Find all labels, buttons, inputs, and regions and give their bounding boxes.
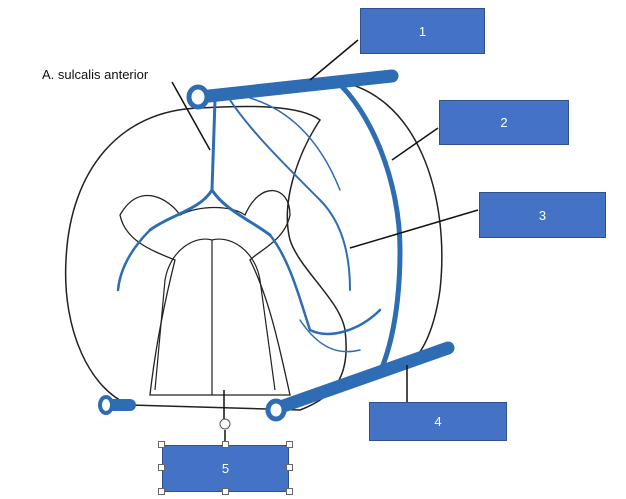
blood-vessels [99,69,455,417]
resize-handle[interactable] [286,488,293,495]
label-box-4[interactable]: 4 [369,402,507,441]
resize-handle[interactable] [222,488,229,495]
resize-handle[interactable] [158,441,165,448]
resize-handle[interactable] [286,464,293,471]
cord-cross-section [64,105,347,411]
label-box-1[interactable]: 1 [360,8,485,54]
resize-handle[interactable] [222,441,229,448]
label-box-5-selected[interactable]: 5 [162,445,289,492]
label-box-2[interactable]: 2 [439,100,569,145]
label-box-3[interactable]: 3 [479,192,606,238]
resize-handle[interactable] [158,488,165,495]
rotate-handle[interactable] [219,418,231,430]
resize-handle[interactable] [158,464,165,471]
resize-handle[interactable] [286,441,293,448]
annotation-a-sulcalis-anterior: A. sulcalis anterior [42,67,149,82]
